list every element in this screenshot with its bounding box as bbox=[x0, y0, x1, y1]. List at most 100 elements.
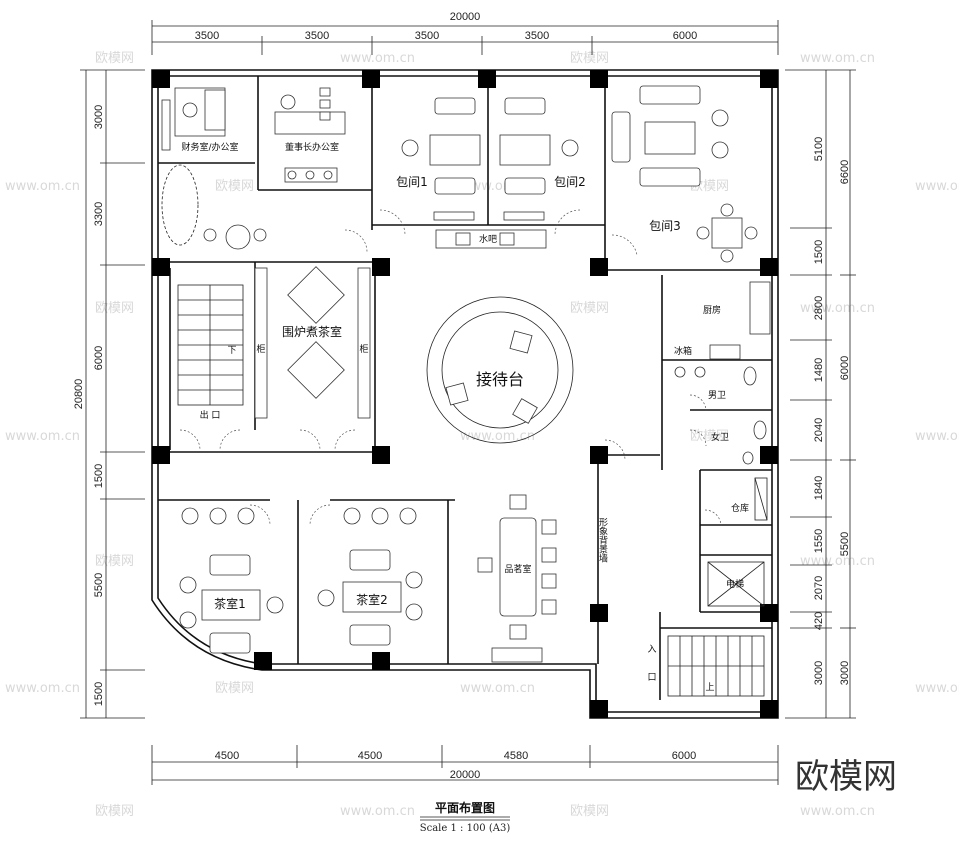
private-room-1-furniture bbox=[401, 97, 481, 221]
watermark-site: www.om.cn bbox=[5, 429, 80, 444]
finance-office-furniture bbox=[161, 87, 226, 151]
watermark-site: www.om.cn bbox=[800, 301, 875, 316]
dim-right-inner: 3000 bbox=[813, 661, 825, 685]
label-tea-hall: 围炉煮茶室 bbox=[282, 324, 342, 339]
label-water-bar: 水吧 bbox=[479, 233, 497, 245]
watermark-brand: 欧模网 bbox=[570, 301, 609, 316]
dim-right-outer: 6600 bbox=[839, 160, 851, 184]
dim-right-inner: 1840 bbox=[813, 476, 825, 500]
dim-bottom-seg: 6000 bbox=[672, 750, 696, 762]
label-female-wc: 女卫 bbox=[711, 431, 729, 443]
watermark-site: www.om.cn bbox=[460, 429, 535, 444]
watermark-site: www.om.cn bbox=[915, 179, 959, 194]
dim-right-outer: 3000 bbox=[839, 661, 851, 685]
private-room-2-furniture bbox=[499, 97, 579, 221]
watermark-brand: 欧模网 bbox=[570, 51, 609, 66]
dim-bottom-seg: 4500 bbox=[358, 750, 382, 762]
dim-left-seg: 1500 bbox=[93, 464, 105, 488]
label-cabinet: 柜 bbox=[256, 343, 265, 355]
tea-room-1-furniture bbox=[179, 507, 284, 654]
toilet-fixtures bbox=[742, 366, 767, 465]
brand-logo: 欧模网 bbox=[795, 757, 897, 797]
exit-stairs bbox=[177, 284, 244, 406]
label-kitchen: 厨房 bbox=[703, 304, 721, 316]
dim-right-inner: 2040 bbox=[813, 418, 825, 442]
label-entrance-top: 入 bbox=[647, 644, 656, 655]
label-reception: 接待台 bbox=[476, 370, 524, 389]
private-room-3-furniture bbox=[611, 85, 758, 263]
drawing-footer: 平面布置图 Scale 1 : 100 (A3) 欧模网 bbox=[420, 757, 897, 834]
label-exit: 出 口 bbox=[200, 409, 221, 421]
label-display-wall: 形象背景墙 bbox=[597, 516, 608, 563]
watermark-site: www.om.cn bbox=[800, 51, 875, 66]
dim-left-seg: 5500 bbox=[93, 573, 105, 597]
dim-right-inner: 1550 bbox=[813, 529, 825, 553]
door-swings bbox=[179, 209, 722, 527]
dim-right-inner: 1480 bbox=[813, 358, 825, 382]
watermark-site: www.om.cn bbox=[340, 804, 415, 819]
entrance-stairs bbox=[667, 635, 765, 697]
label-entrance-bottom: 口 bbox=[647, 673, 656, 683]
watermark-brand: 欧模网 bbox=[570, 804, 609, 819]
watermark-site: www.om.cn bbox=[460, 681, 535, 696]
dimension-top: 20000 3500 3500 3500 3500 6000 bbox=[151, 11, 779, 55]
watermark-brand: 欧模网 bbox=[95, 301, 134, 316]
reception-desk bbox=[426, 296, 574, 444]
drawing-title: 平面布置图 bbox=[435, 800, 495, 815]
dim-left-seg: 3300 bbox=[93, 202, 105, 226]
dim-right-inner: 1500 bbox=[813, 240, 825, 264]
watermark-brand: 欧模网 bbox=[690, 429, 729, 444]
storage-shelves bbox=[754, 477, 768, 521]
kitchen-furniture bbox=[674, 281, 771, 378]
dim-left-seg: 3000 bbox=[93, 105, 105, 129]
label-tea-bar: 品茗室 bbox=[504, 563, 531, 575]
label-private-room-2: 包间2 bbox=[554, 175, 586, 189]
watermark-brand: 欧模网 bbox=[95, 554, 134, 569]
tea-room-2-furniture bbox=[317, 507, 423, 646]
watermark-brand: 欧模网 bbox=[95, 804, 134, 819]
label-storage: 仓库 bbox=[731, 502, 749, 514]
tea-hall-furniture bbox=[254, 266, 371, 419]
water-bar-counter bbox=[435, 229, 547, 249]
tea-bar-furniture bbox=[477, 494, 557, 663]
dimension-right: 6600 6000 5500 3000 5100 1500 2800 1480 … bbox=[785, 69, 856, 719]
dim-left-seg: 6000 bbox=[93, 346, 105, 370]
watermark-site: www.om.cn bbox=[915, 429, 959, 444]
watermark-site: www.om.cn bbox=[340, 51, 415, 66]
dim-top-total: 20000 bbox=[450, 11, 481, 23]
dim-right-inner: 2800 bbox=[813, 296, 825, 320]
label-elevator: 电梯 bbox=[726, 578, 744, 590]
dim-right-outer: 6000 bbox=[839, 356, 851, 380]
label-fridge: 冰箱 bbox=[674, 345, 692, 357]
label-finance-office: 财务室/办公室 bbox=[181, 141, 238, 153]
dimension-left: 20800 3000 3300 6000 1500 5500 1500 bbox=[73, 69, 145, 719]
label-tea-room-1: 茶室1 bbox=[214, 596, 246, 611]
label-stairs-up: 上 bbox=[705, 682, 714, 693]
label-male-wc: 男卫 bbox=[708, 390, 726, 401]
dim-bottom-seg: 4580 bbox=[504, 750, 528, 762]
dim-left-total: 20800 bbox=[73, 379, 85, 410]
dim-top-seg: 6000 bbox=[673, 30, 697, 42]
dim-top-seg: 3500 bbox=[415, 30, 439, 42]
dim-top-seg: 3500 bbox=[305, 30, 329, 42]
watermark-site: www.om.cn bbox=[5, 179, 80, 194]
watermark-brand: 欧模网 bbox=[215, 179, 254, 194]
dim-bottom-seg: 4500 bbox=[215, 750, 239, 762]
label-manager-office: 董事长办公室 bbox=[285, 141, 339, 153]
dim-bottom-total: 20000 bbox=[450, 769, 481, 781]
dim-right-inner: 2070 bbox=[813, 576, 825, 600]
elevator-shaft bbox=[707, 561, 765, 607]
watermark-site: www.om.cn bbox=[800, 554, 875, 569]
manager-office-furniture bbox=[274, 87, 346, 183]
watermark-site: www.om.cn bbox=[915, 681, 959, 696]
label-stairs-down: 下 bbox=[227, 346, 236, 356]
dim-right-inner: 5100 bbox=[813, 137, 825, 161]
watermark-site: www.om.cn bbox=[800, 804, 875, 819]
watermark-brand: 欧模网 bbox=[215, 681, 254, 696]
dim-top-seg: 3500 bbox=[525, 30, 549, 42]
columns bbox=[152, 70, 778, 718]
drawing-scale: Scale 1 : 100 (A3) bbox=[420, 823, 511, 834]
dim-right-outer: 5500 bbox=[839, 532, 851, 556]
dim-right-inner: 420 bbox=[813, 612, 825, 630]
